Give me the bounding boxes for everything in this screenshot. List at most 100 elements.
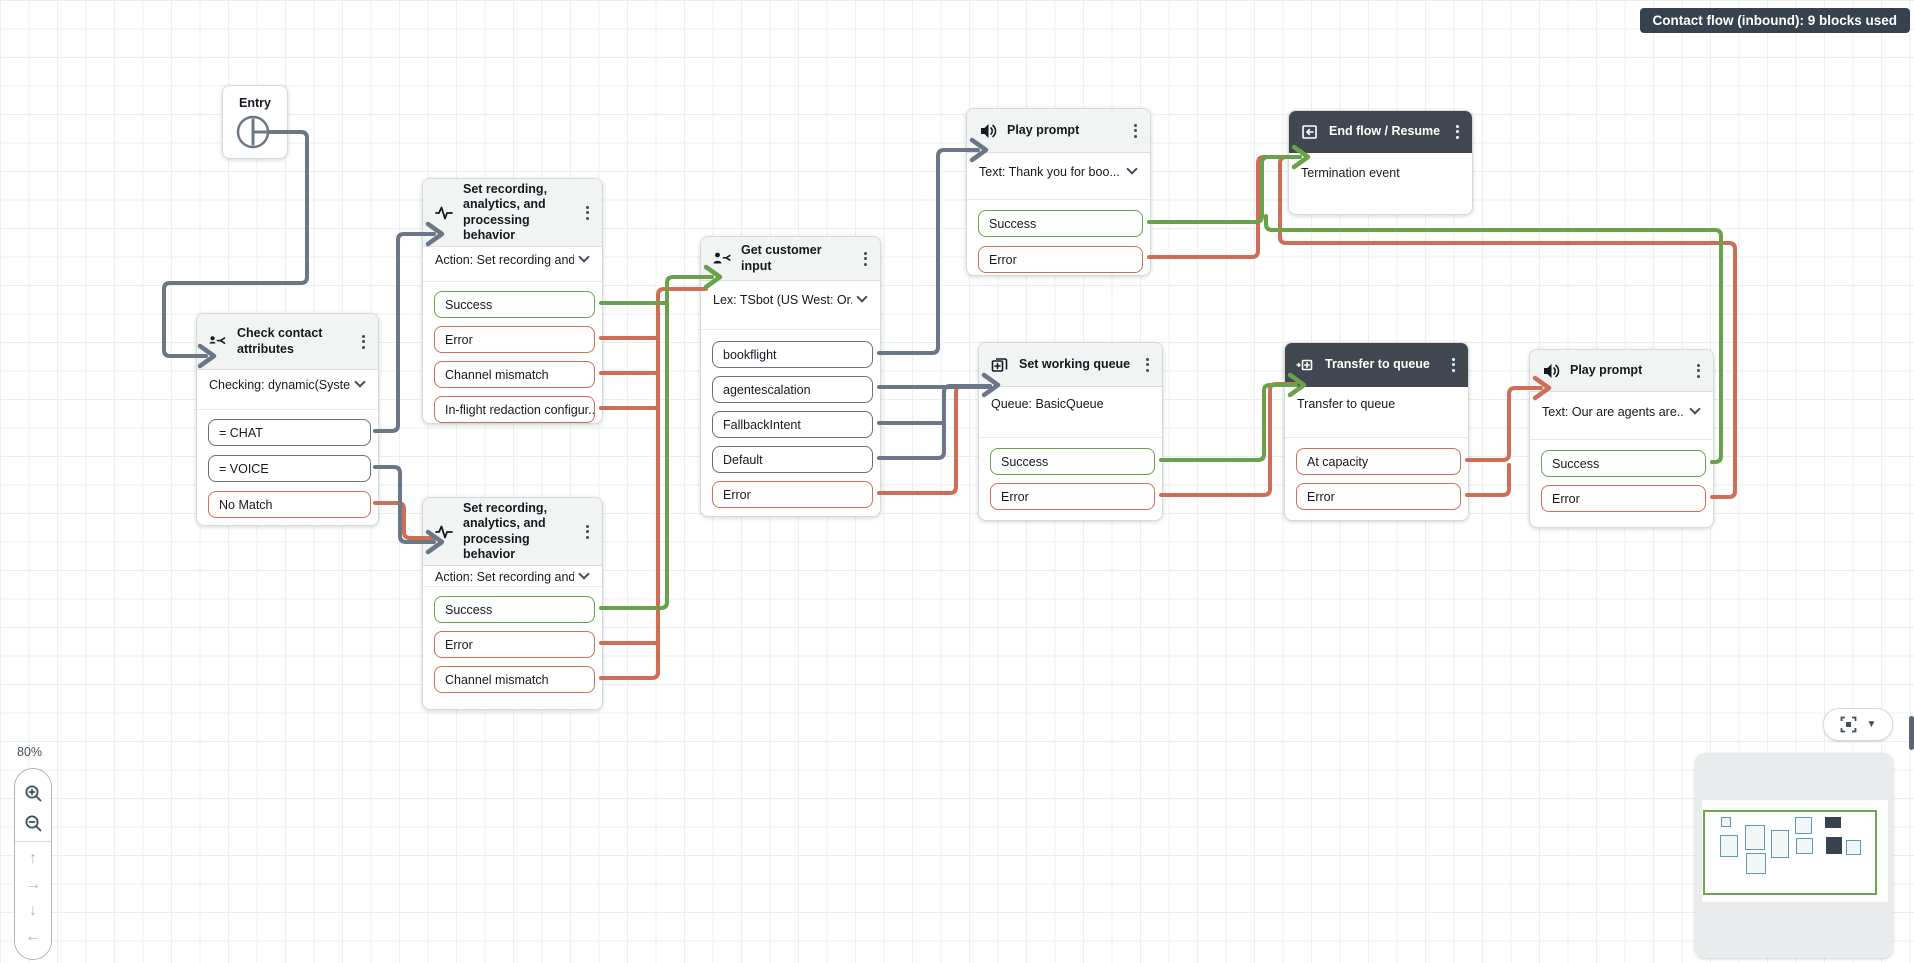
block-menu-kebab-icon[interactable]: [1131, 120, 1140, 142]
canvas-zoom-toolbar[interactable]: ↑ → ↓ ←: [14, 768, 52, 960]
block-body: Termination event: [1301, 166, 1400, 180]
chevron-down-icon[interactable]: [1689, 403, 1701, 415]
waveform-icon: [435, 206, 453, 219]
output-port-error[interactable]: Error: [712, 481, 873, 508]
block-parameter: Checking: dynamic(Syste...: [209, 378, 350, 392]
zoom-level-label: 80%: [17, 745, 43, 759]
divider: [701, 329, 880, 330]
block-parameter: Action: Set recording and...: [435, 570, 574, 584]
divider: [423, 281, 602, 282]
block-menu-kebab-icon[interactable]: [359, 331, 368, 353]
fit-to-screen-icon[interactable]: [1840, 716, 1857, 733]
block-title: Entry: [239, 96, 271, 110]
chevron-down-icon[interactable]: [578, 568, 590, 580]
block-set-recording-2[interactable]: Set recording, analytics, and processing…: [422, 497, 603, 710]
block-set-working-queue[interactable]: Set working queue Queue: BasicQueue Succ…: [978, 342, 1163, 521]
block-set-recording-1[interactable]: Set recording, analytics, and processing…: [422, 178, 603, 424]
output-port-at-capacity[interactable]: At capacity: [1296, 448, 1461, 475]
output-port-error[interactable]: Error: [434, 326, 595, 353]
speaker-icon: [1544, 363, 1560, 378]
minimap-block-dark: [1825, 817, 1841, 828]
zoom-in-button[interactable]: [21, 778, 45, 808]
zoom-out-button[interactable]: [21, 808, 45, 838]
output-port-error[interactable]: Error: [1296, 483, 1461, 510]
magnifier-plus-icon: [25, 785, 41, 801]
minimap-toolbar[interactable]: ▼: [1823, 708, 1893, 741]
output-port-inflight-redaction[interactable]: In-flight redaction configur...: [434, 396, 595, 423]
minimap-block: [1721, 817, 1731, 827]
block-parameter: Lex: TSbot (US West: Or...: [713, 293, 852, 307]
pan-right-button[interactable]: →: [25, 876, 41, 893]
block-menu-kebab-icon[interactable]: [583, 202, 592, 224]
divider: [1285, 437, 1468, 438]
block-menu-kebab-icon[interactable]: [1694, 360, 1703, 382]
minimap-block: [1746, 853, 1766, 874]
output-port-error[interactable]: Error: [978, 246, 1143, 273]
chevron-down-icon[interactable]: [578, 251, 590, 263]
block-parameter: Text: Our are agents are...: [1542, 405, 1685, 419]
minimap-block: [1846, 840, 1861, 855]
queue-icon: [991, 357, 1008, 372]
minimap-block: [1720, 835, 1738, 857]
block-play-prompt-2[interactable]: Play prompt Text: Our are agents are... …: [1529, 349, 1714, 528]
block-entry[interactable]: Entry: [222, 85, 288, 159]
minimap-dropdown-icon[interactable]: ▼: [1866, 719, 1877, 730]
pan-up-button[interactable]: ↑: [29, 850, 37, 867]
minimap-block: [1745, 825, 1765, 850]
block-title: Transfer to queue: [1325, 356, 1430, 371]
output-port-channel-mismatch[interactable]: Channel mismatch: [434, 666, 595, 693]
end-flow-icon: [1302, 124, 1317, 139]
output-port-fallbackintent[interactable]: FallbackIntent: [712, 411, 873, 438]
output-port-default[interactable]: Default: [712, 446, 873, 473]
output-port-bookflight[interactable]: bookflight: [712, 341, 873, 368]
minimap-block-dark: [1826, 837, 1842, 854]
output-port-voice[interactable]: = VOICE: [208, 455, 371, 482]
output-port-success[interactable]: Success: [434, 596, 595, 623]
output-port-no-match[interactable]: No Match: [208, 491, 371, 518]
output-port-error[interactable]: Error: [1541, 485, 1706, 512]
output-port-error[interactable]: Error: [990, 483, 1155, 510]
block-transfer-to-queue[interactable]: Transfer to queue Transfer to queue At c…: [1284, 342, 1469, 521]
vertical-scrollbar-thumb[interactable]: [1909, 716, 1914, 750]
chevron-down-icon[interactable]: [1126, 163, 1138, 175]
block-end-flow-resume[interactable]: End flow / Resume Termination event: [1288, 110, 1473, 215]
divider: [1530, 439, 1713, 440]
output-port-agentescalation[interactable]: agentescalation: [712, 376, 873, 403]
block-check-contact-attributes[interactable]: Check contact attributes Checking: dynam…: [196, 313, 379, 526]
magnifier-minus-icon: [25, 815, 41, 831]
output-port-success[interactable]: Success: [978, 210, 1143, 237]
output-port-success[interactable]: Success: [1541, 450, 1706, 477]
block-title: Set working queue: [1019, 356, 1131, 371]
pan-down-button[interactable]: ↓: [29, 902, 37, 919]
block-menu-kebab-icon[interactable]: [1453, 121, 1462, 143]
output-port-error[interactable]: Error: [434, 631, 595, 658]
block-title: Play prompt: [1007, 122, 1080, 137]
pan-left-button[interactable]: ←: [25, 928, 41, 945]
block-menu-kebab-icon[interactable]: [861, 248, 870, 270]
block-menu-kebab-icon[interactable]: [1143, 354, 1152, 376]
waveform-icon: [435, 525, 453, 538]
block-body: Queue: BasicQueue: [991, 397, 1104, 411]
minimap-block: [1796, 838, 1813, 854]
flow-minimap[interactable]: [1695, 753, 1893, 958]
divider: [423, 586, 602, 587]
divider: [197, 409, 378, 410]
block-menu-kebab-icon[interactable]: [1449, 354, 1458, 376]
block-play-prompt-1[interactable]: Play prompt Text: Thank you for boo... S…: [966, 108, 1151, 276]
block-get-customer-input[interactable]: Get customer input Lex: TSbot (US West: …: [700, 236, 881, 517]
block-parameter: Action: Set recording and...: [435, 253, 574, 267]
block-menu-kebab-icon[interactable]: [583, 521, 592, 543]
block-parameter: Text: Thank you for boo...: [979, 165, 1120, 179]
chevron-down-icon[interactable]: [856, 291, 868, 303]
output-port-chat[interactable]: = CHAT: [208, 419, 371, 446]
block-title: Set recording, analytics, and processing…: [463, 182, 548, 242]
transfer-queue-icon: [1296, 359, 1313, 370]
output-port-success[interactable]: Success: [434, 291, 595, 318]
block-title: End flow / Resume: [1329, 123, 1441, 138]
block-title: Get customer input: [741, 243, 822, 273]
output-port-channel-mismatch[interactable]: Channel mismatch: [434, 361, 595, 388]
output-port-success[interactable]: Success: [990, 448, 1155, 475]
chevron-down-icon[interactable]: [354, 376, 366, 388]
divider: [979, 437, 1162, 438]
